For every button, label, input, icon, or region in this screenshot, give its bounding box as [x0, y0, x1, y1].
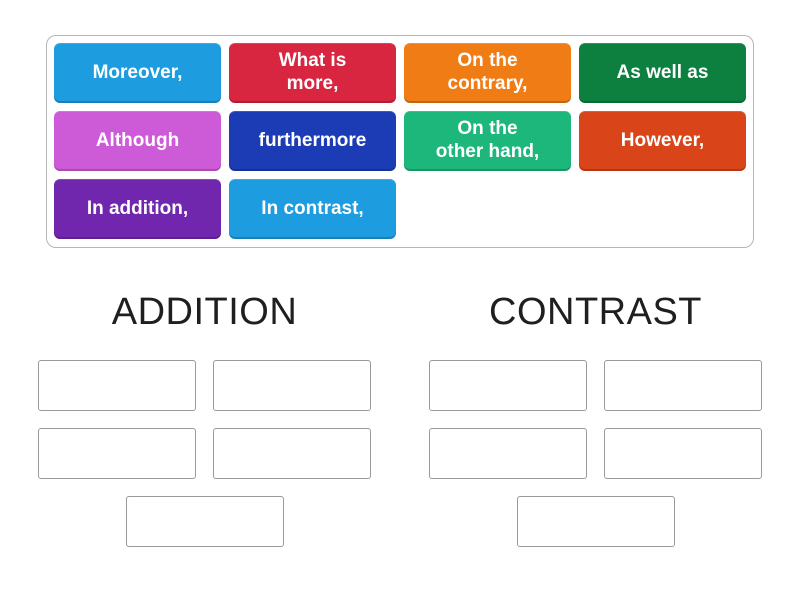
- tile-on-the-other-hand[interactable]: On the other hand,: [404, 111, 571, 171]
- tile-what-is-more[interactable]: What is more,: [229, 43, 396, 103]
- addition-slot-2[interactable]: [213, 360, 371, 411]
- contrast-slot-4[interactable]: [604, 428, 762, 479]
- addition-slot-row-1: [38, 360, 371, 411]
- contrast-slot-1[interactable]: [429, 360, 587, 411]
- tile-on-the-other-hand-label: On the other hand,: [435, 118, 540, 162]
- addition-slot-5[interactable]: [125, 496, 284, 547]
- group-addition: ADDITION: [38, 289, 371, 564]
- tile-in-addition[interactable]: In addition,: [54, 179, 221, 239]
- addition-slot-3[interactable]: [38, 428, 196, 479]
- tile-as-well-as-label: As well as: [616, 61, 709, 83]
- tile-in-contrast[interactable]: In contrast,: [229, 179, 396, 239]
- addition-slot-4[interactable]: [213, 428, 371, 479]
- tile-furthermore[interactable]: furthermore: [229, 111, 396, 171]
- tile-in-addition-label: In addition,: [86, 197, 189, 219]
- tile-in-contrast-label: In contrast,: [261, 197, 364, 219]
- tile-moreover-label: Moreover,: [92, 61, 183, 83]
- group-title-contrast: CONTRAST: [489, 291, 702, 333]
- tile-what-is-more-label: What is more,: [278, 50, 347, 94]
- group-title-addition: ADDITION: [111, 291, 298, 333]
- groups-row: ADDITION CONTRAST: [38, 289, 762, 564]
- word-bank: Moreover, What is more, On the contrary,…: [46, 35, 754, 248]
- addition-slot-1[interactable]: [38, 360, 196, 411]
- addition-slot-row-2: [38, 428, 371, 479]
- contrast-slot-2[interactable]: [604, 360, 762, 411]
- group-contrast: CONTRAST: [429, 289, 762, 564]
- tile-on-the-contrary-label: On the contrary,: [447, 50, 528, 94]
- contrast-slot-row-1: [429, 360, 762, 411]
- tile-furthermore-label: furthermore: [258, 129, 367, 151]
- tile-as-well-as[interactable]: As well as: [579, 43, 746, 103]
- contrast-slot-row-2: [429, 428, 762, 479]
- tile-moreover[interactable]: Moreover,: [54, 43, 221, 103]
- tile-although[interactable]: Although: [54, 111, 221, 171]
- addition-slot-row-3: [38, 496, 371, 547]
- contrast-slot-3[interactable]: [429, 428, 587, 479]
- tile-however-label: However,: [620, 129, 705, 151]
- contrast-slot-5[interactable]: [516, 496, 675, 547]
- tile-however[interactable]: However,: [579, 111, 746, 171]
- contrast-slot-row-3: [429, 496, 762, 547]
- tile-although-label: Although: [95, 129, 180, 151]
- tile-on-the-contrary[interactable]: On the contrary,: [404, 43, 571, 103]
